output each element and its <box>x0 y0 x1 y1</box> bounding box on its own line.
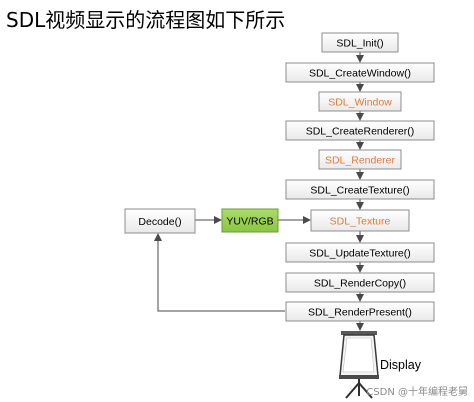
node-create-texture: SDL_CreateTexture() <box>285 179 435 200</box>
arrow-loop-back-to-decode <box>154 233 285 312</box>
node-label: SDL_CreateWindow() <box>309 68 411 80</box>
node-create-window: SDL_CreateWindow() <box>285 62 435 83</box>
watermark: CSDN @十年编程老舅 <box>366 387 468 398</box>
node-label: SDL_UpdateTexture() <box>309 248 411 260</box>
node-update-texture: SDL_UpdateTexture() <box>285 242 435 263</box>
node-sdl-renderer: SDL_Renderer <box>318 149 402 170</box>
display-label: Display <box>380 358 422 372</box>
node-yuv-rgb: YUV/RGB <box>221 208 279 233</box>
node-label: SDL_Init() <box>336 38 383 50</box>
node-label: SDL_Renderer <box>325 155 396 167</box>
node-sdl-init: SDL_Init() <box>321 32 399 53</box>
page-title: SDL视频显示的流程图如下所示 <box>6 8 286 32</box>
node-label: SDL_Texture <box>330 216 391 228</box>
connectors <box>154 52 364 331</box>
node-label: Decode() <box>138 216 181 228</box>
node-create-renderer: SDL_CreateRenderer() <box>285 120 435 141</box>
node-label: SDL_CreateTexture() <box>310 185 409 197</box>
node-render-copy: SDL_RenderCopy() <box>285 272 435 293</box>
node-label: SDL_RenderPresent() <box>308 307 412 319</box>
node-render-present: SDL_RenderPresent() <box>285 301 435 322</box>
node-sdl-texture: SDL_Texture <box>310 209 410 232</box>
node-label: SDL_CreateRenderer() <box>306 126 415 138</box>
node-label: SDL_Window <box>328 97 392 109</box>
node-label: SDL_RenderCopy() <box>314 278 406 290</box>
node-label: YUV/RGB <box>226 216 273 228</box>
node-sdl-window: SDL_Window <box>318 91 402 112</box>
projector-screen-icon <box>339 331 379 399</box>
node-decode: Decode() <box>124 208 196 234</box>
